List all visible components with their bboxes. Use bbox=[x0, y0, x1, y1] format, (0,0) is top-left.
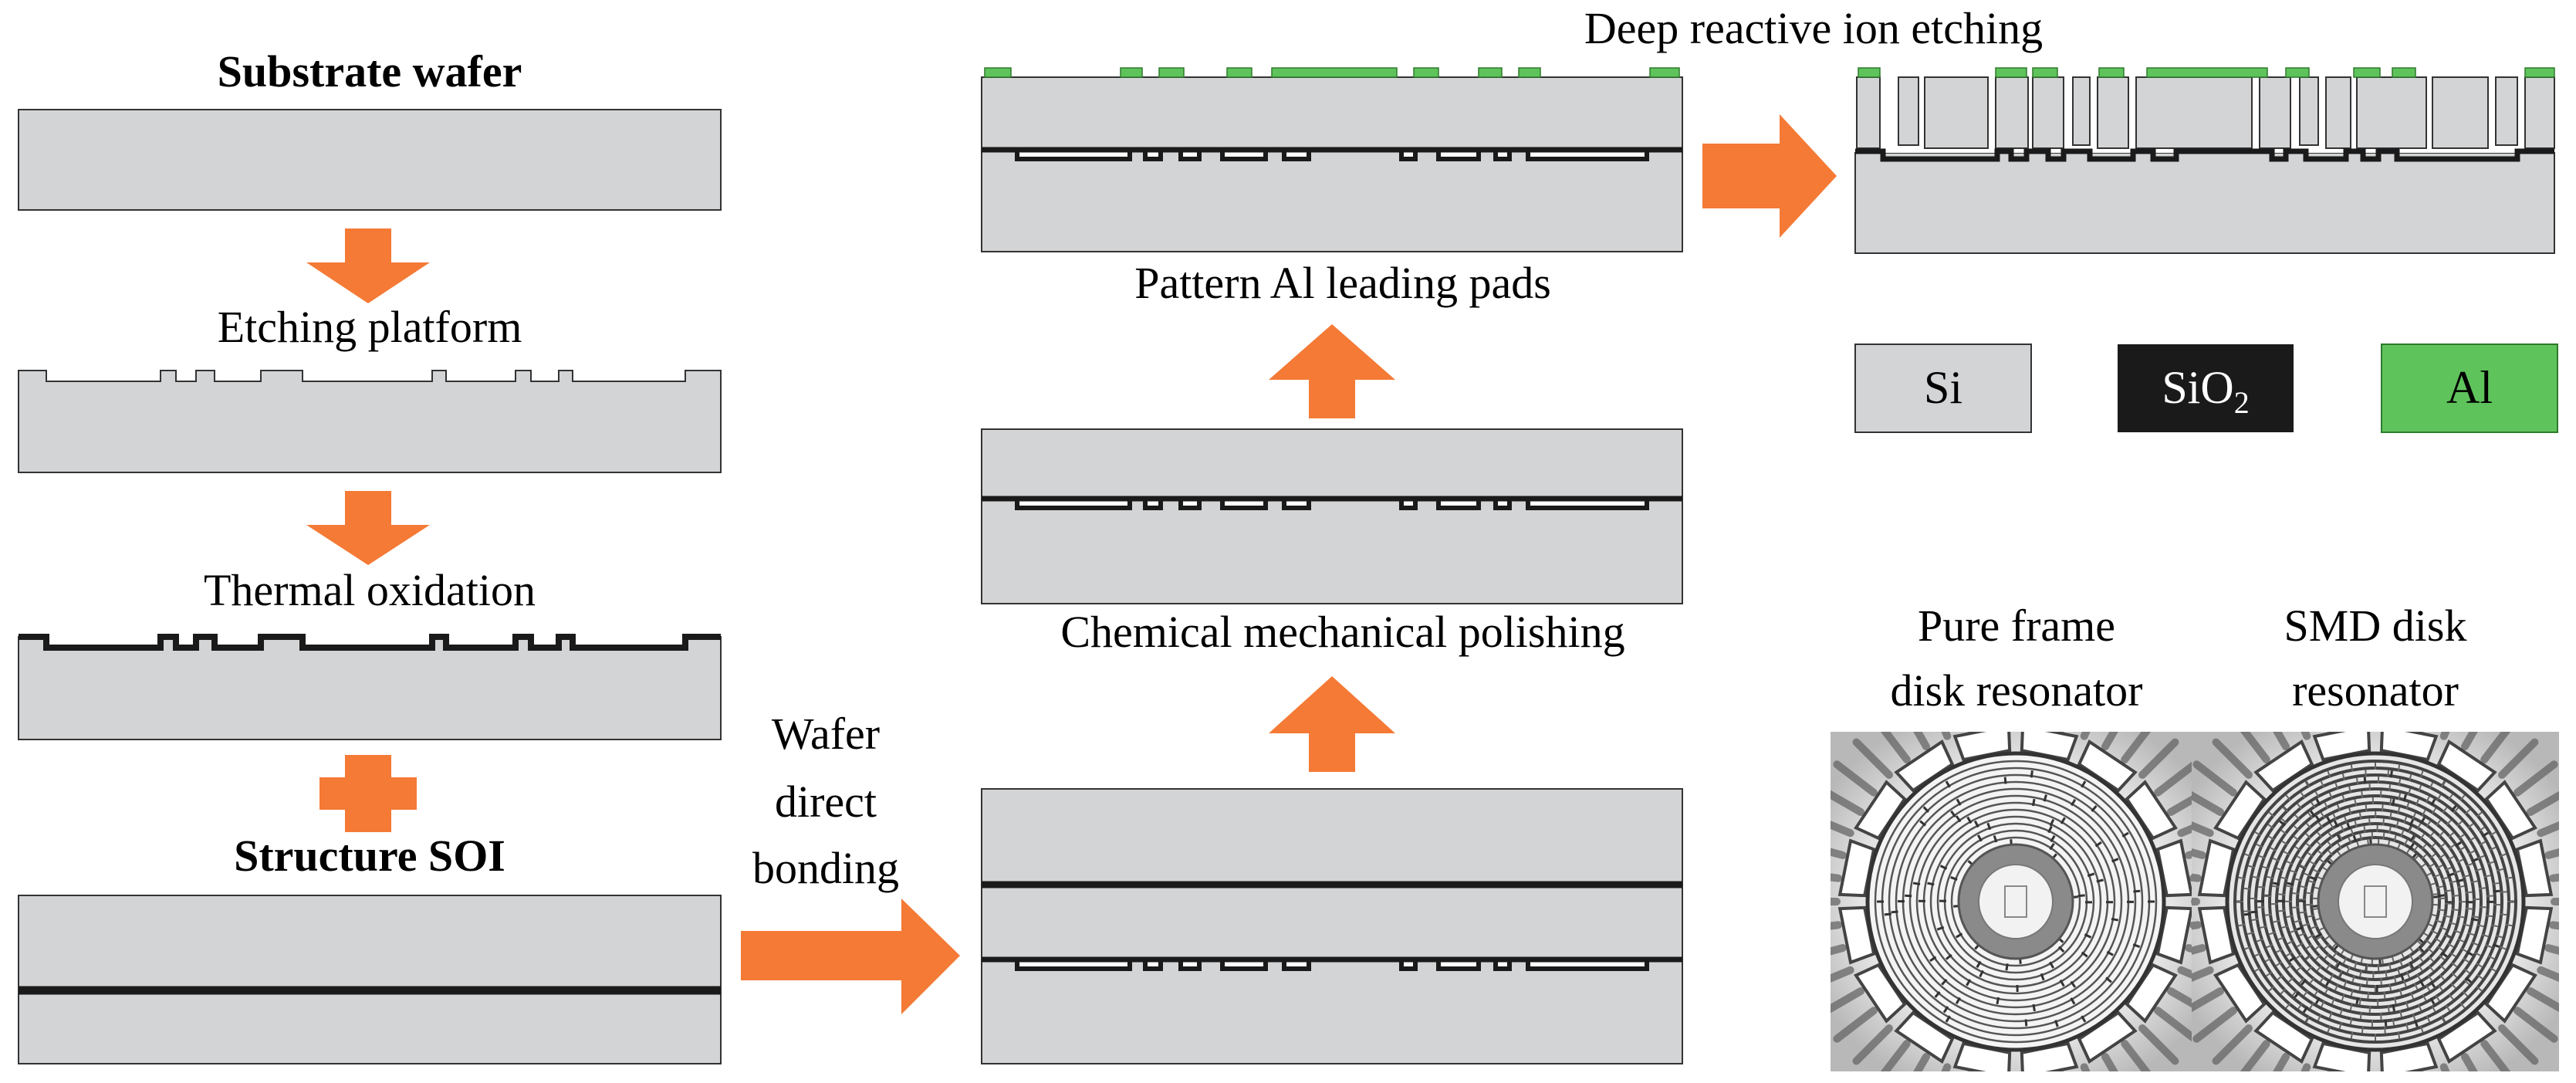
label-wafer-bonding-1: Wafer bbox=[771, 709, 881, 759]
label-substrate-wafer: Substrate wafer bbox=[217, 46, 522, 96]
photo1-caption-1: Pure frame bbox=[1917, 601, 2116, 651]
bonded-cavity-layer bbox=[982, 956, 1682, 971]
arrow-down-1 bbox=[306, 228, 430, 303]
label-wafer-bonding-3: bonding bbox=[752, 843, 900, 893]
legend-al-swatch bbox=[2381, 344, 2558, 433]
legend-si-swatch bbox=[1854, 344, 2032, 433]
photo2-caption-2: resonator bbox=[2292, 665, 2459, 716]
bonded-wafer-block bbox=[981, 788, 1683, 1064]
label-al-pads: Pattern Al leading pads bbox=[1134, 258, 1551, 308]
pure-frame-resonator-photo bbox=[1831, 732, 2202, 1071]
arrow-right-drie bbox=[1702, 114, 1837, 238]
drie-block bbox=[1854, 67, 2555, 254]
plus-sign bbox=[319, 755, 417, 832]
arrow-up-2 bbox=[1269, 324, 1395, 418]
legend-sio2-subscript: 2 bbox=[2233, 385, 2250, 420]
al-pads bbox=[984, 67, 1680, 78]
legend-sio2-swatch bbox=[2118, 344, 2294, 432]
cmp-block bbox=[981, 428, 1683, 604]
substrate-wafer-block bbox=[18, 109, 722, 211]
al-pads-cavity-layer bbox=[982, 147, 1682, 161]
label-etching-platform: Etching platform bbox=[217, 302, 522, 352]
legend-al-label: Al bbox=[2446, 362, 2493, 413]
arrow-right-bonding bbox=[741, 899, 960, 1014]
label-thermal-oxidation: Thermal oxidation bbox=[203, 565, 536, 615]
label-wafer-bonding-2: direct bbox=[774, 777, 877, 827]
arrow-up-1 bbox=[1269, 676, 1395, 772]
legend-sio2-label: SiO2 bbox=[2118, 361, 2294, 421]
legend-si-label: Si bbox=[1923, 362, 1963, 413]
label-structure-soi: Structure SOI bbox=[234, 831, 505, 881]
thermal-oxide-layer bbox=[19, 634, 721, 651]
legend-sio2-base: SiO bbox=[2162, 362, 2234, 413]
cmp-cavity-layer bbox=[982, 496, 1682, 510]
etching-platform-block bbox=[18, 370, 722, 473]
soi-block bbox=[18, 895, 722, 1064]
label-cmp: Chemical mechanical polishing bbox=[1060, 607, 1625, 657]
label-drie: Deep reactive ion etching bbox=[1584, 3, 2044, 53]
photo2-caption-1: SMD disk bbox=[2284, 601, 2467, 651]
smd-resonator-photo bbox=[2192, 732, 2559, 1071]
al-pads-block bbox=[981, 76, 1683, 252]
photo1-caption-2: disk resonator bbox=[1890, 665, 2143, 716]
arrow-down-2 bbox=[306, 491, 430, 565]
thermal-oxidation-block bbox=[18, 636, 722, 740]
